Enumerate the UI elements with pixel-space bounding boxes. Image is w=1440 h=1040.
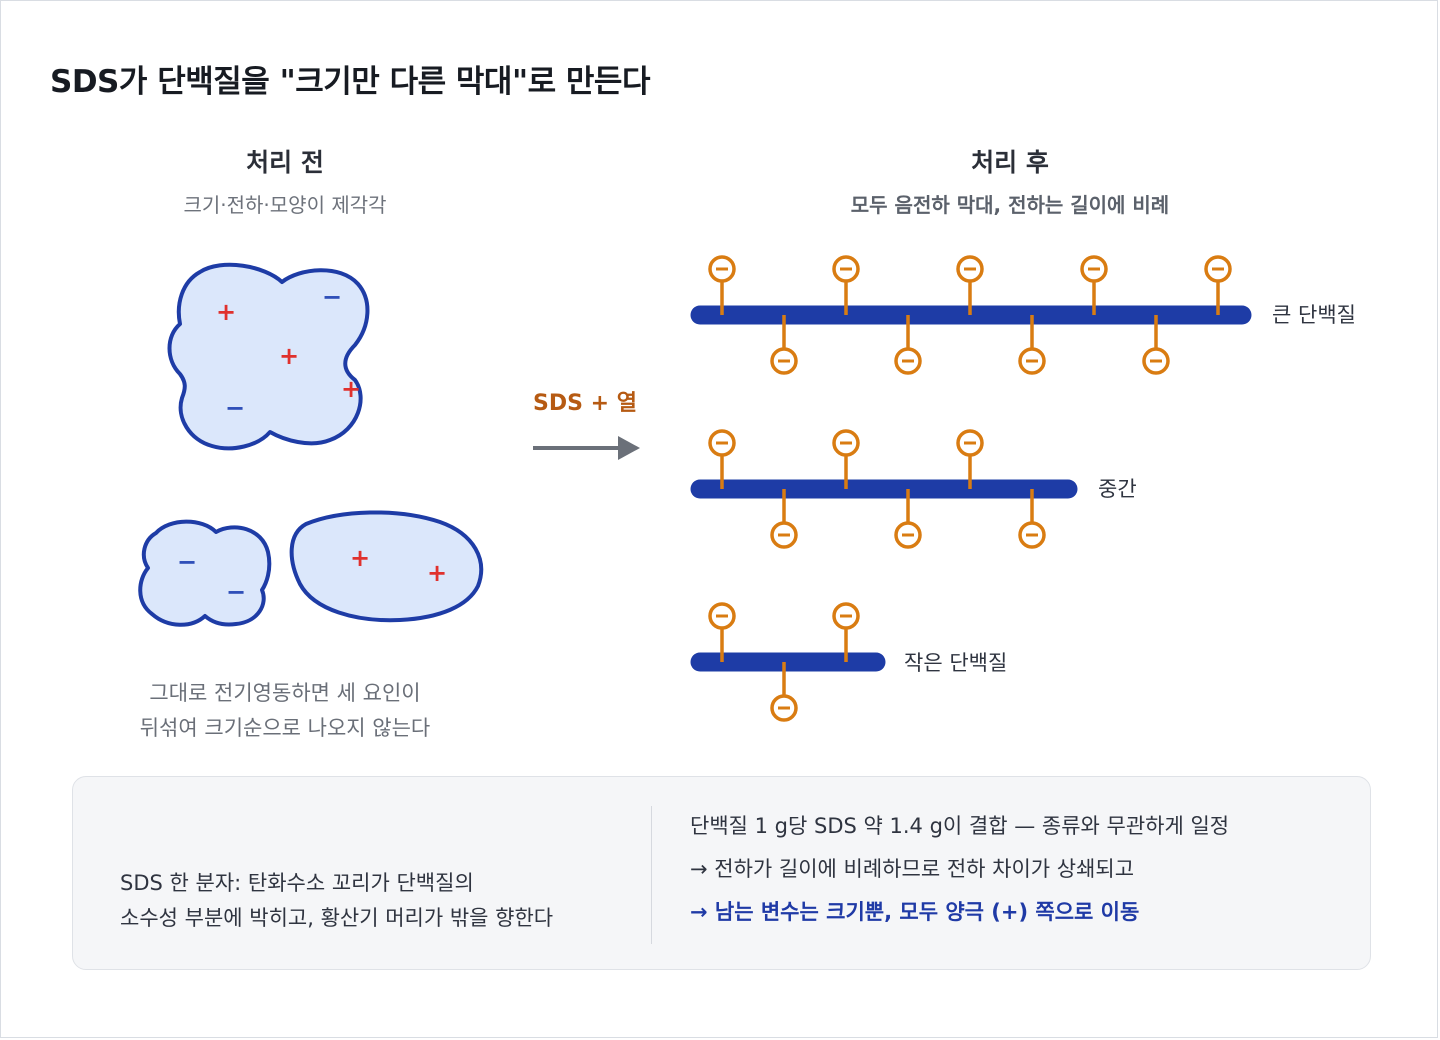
before-header: 처리 전 크기·전하·모양이 제각각 [135,143,435,218]
process-label: SDS + 열 [533,391,637,416]
sds-legend-text: SDS 한 분자: 탄화수소 꼬리가 단백질의 소수성 부분에 박히고, 황산기… [120,866,553,936]
caption-line: 그대로 전기영동하면 세 요인이 [149,681,421,705]
charge-minus: − [322,283,342,311]
fact-conclusion: → 남는 변수는 크기뿐, 모두 양극 (+) 쪽으로 이동 [690,900,1140,924]
fact-line: → 전하가 길이에 비례하므로 전하 차이가 상쇄되고 [690,857,1135,881]
facts-list: 단백질 1 g당 SDS 약 1.4 g이 결합 — 종류와 무관하게 일정 →… [690,806,1229,935]
info-panel [72,776,1371,970]
after-subheading: 모두 음전하 막대, 전하는 길이에 비례 [850,193,1170,217]
charge-minus: − [177,548,197,576]
info-divider [651,806,652,944]
legend-line: 소수성 부분에 박히고, 황산기 머리가 밖을 향한다 [120,906,554,930]
rod-label-small: 작은 단백질 [904,651,1008,675]
charge-minus: − [226,578,246,606]
after-heading: 처리 후 [971,148,1049,177]
rod-label-medium: 중간 [1098,477,1137,501]
charge-plus: + [216,298,236,326]
charge-plus: + [427,559,447,587]
legend-line: SDS 한 분자: 탄화수소 꼬리가 단백질의 [120,871,474,895]
rod-label-large: 큰 단백질 [1272,303,1356,327]
charge-plus: + [341,375,361,403]
before-subheading: 크기·전하·모양이 제각각 [183,193,387,217]
after-header: 처리 후 모두 음전하 막대, 전하는 길이에 비례 [780,143,1240,218]
charge-plus: + [350,544,370,572]
protein-blob-large [167,262,370,451]
protein-blob-oval [289,510,484,623]
charge-plus: + [279,342,299,370]
before-caption: 그대로 전기영동하면 세 요인이 뒤섞여 크기순으로 나오지 않는다 [90,676,480,746]
process-arrow-head [618,436,640,460]
protein-blob-small [138,519,272,627]
charge-minus: − [225,394,245,422]
before-heading: 처리 전 [246,148,324,177]
fact-line: 단백질 1 g당 SDS 약 1.4 g이 결합 — 종류와 무관하게 일정 [690,814,1230,838]
caption-line: 뒤섞여 크기순으로 나오지 않는다 [139,716,431,740]
page-title: SDS가 단백질을 "크기만 다른 막대"로 만든다 [50,64,650,100]
